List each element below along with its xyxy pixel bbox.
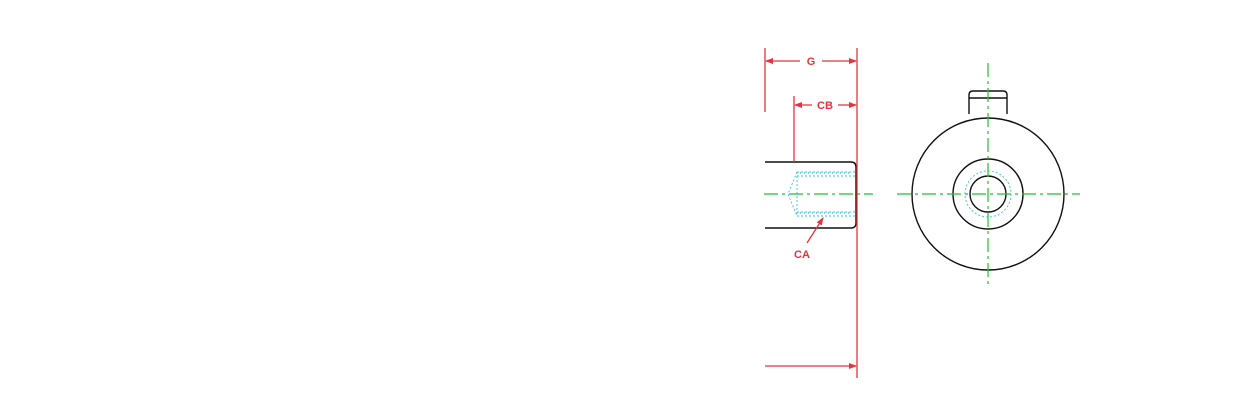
side-view-outline: [765, 161, 857, 229]
callout-ca: CA: [794, 217, 824, 261]
front-view: [897, 63, 1080, 284]
dimension-cb: CB: [793, 96, 857, 162]
ca-label: CA: [794, 249, 810, 261]
side-view: [764, 161, 873, 229]
g-label: G: [807, 56, 816, 68]
dimension-g: G: [764, 48, 858, 378]
cb-label: CB: [817, 100, 833, 112]
ca-leader: [806, 217, 824, 244]
